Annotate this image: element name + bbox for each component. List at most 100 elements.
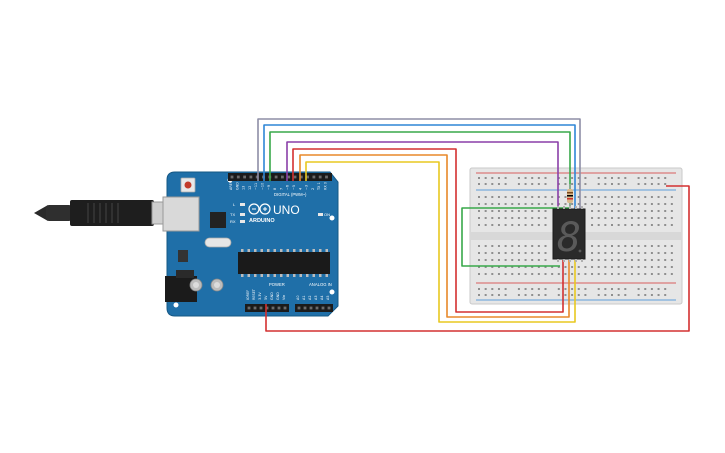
header-pin[interactable]	[230, 175, 234, 179]
breadboard-hole[interactable]	[644, 183, 647, 185]
breadboard-hole[interactable]	[664, 266, 667, 268]
breadboard-hole[interactable]	[650, 177, 653, 179]
breadboard-hole[interactable]	[511, 217, 514, 219]
breadboard-hole[interactable]	[611, 217, 613, 219]
breadboard-hole[interactable]	[491, 266, 494, 268]
breadboard-hole[interactable]	[544, 210, 547, 212]
breadboard-hole[interactable]	[491, 273, 494, 275]
breadboard-hole[interactable]	[491, 288, 494, 290]
header-pin[interactable]	[287, 175, 291, 179]
header-pin[interactable]	[259, 306, 263, 310]
breadboard-hole[interactable]	[650, 245, 653, 247]
breadboard-hole[interactable]	[637, 294, 640, 296]
breadboard-hole[interactable]	[491, 183, 494, 185]
breadboard-hole[interactable]	[644, 196, 647, 198]
header-pin[interactable]	[315, 306, 319, 310]
breadboard-hole[interactable]	[584, 196, 587, 198]
breadboard-hole[interactable]	[664, 210, 667, 212]
breadboard-hole[interactable]	[624, 196, 627, 198]
breadboard-hole[interactable]	[537, 183, 540, 185]
breadboard-hole[interactable]	[624, 210, 627, 212]
breadboard-hole[interactable]	[650, 288, 653, 290]
breadboard-hole[interactable]	[517, 252, 520, 254]
breadboard-hole[interactable]	[517, 224, 520, 226]
breadboard-hole[interactable]	[650, 217, 653, 219]
breadboard-hole[interactable]	[544, 183, 547, 185]
header-pin[interactable]	[306, 175, 309, 179]
breadboard-hole[interactable]	[577, 273, 580, 275]
breadboard-hole[interactable]	[491, 224, 494, 226]
breadboard-hole[interactable]	[544, 203, 547, 205]
breadboard-hole[interactable]	[571, 183, 574, 185]
breadboard-hole[interactable]	[531, 266, 534, 268]
breadboard-hole[interactable]	[484, 245, 487, 247]
breadboard-hole[interactable]	[670, 252, 673, 254]
breadboard-hole[interactable]	[524, 177, 527, 179]
breadboard-hole[interactable]	[604, 252, 607, 254]
breadboard-hole[interactable]	[591, 273, 594, 275]
breadboard-hole[interactable]	[557, 273, 560, 275]
breadboard-hole[interactable]	[577, 183, 580, 185]
breadboard-hole[interactable]	[584, 273, 587, 275]
header-pin[interactable]	[327, 306, 331, 310]
breadboard-hole[interactable]	[524, 266, 527, 268]
breadboard-hole[interactable]	[484, 259, 487, 261]
breadboard-hole[interactable]	[491, 294, 494, 296]
breadboard-hole[interactable]	[604, 177, 607, 179]
breadboard-hole[interactable]	[531, 210, 534, 212]
breadboard-hole[interactable]	[604, 294, 607, 296]
breadboard-hole[interactable]	[597, 196, 600, 198]
breadboard-hole[interactable]	[637, 273, 640, 275]
breadboard-hole[interactable]	[544, 252, 547, 254]
breadboard-hole[interactable]	[591, 252, 594, 254]
breadboard-hole[interactable]	[597, 252, 600, 254]
breadboard-hole[interactable]	[491, 245, 494, 247]
breadboard-hole[interactable]	[584, 177, 587, 179]
breadboard-hole[interactable]	[630, 259, 633, 261]
breadboard-hole[interactable]	[524, 203, 527, 205]
breadboard-hole[interactable]	[657, 294, 660, 296]
breadboard-hole[interactable]	[491, 203, 494, 205]
breadboard-hole[interactable]	[597, 217, 600, 219]
breadboard-hole[interactable]	[597, 245, 600, 247]
breadboard-hole[interactable]	[630, 266, 633, 268]
breadboard-hole[interactable]	[637, 217, 640, 219]
breadboard-hole[interactable]	[571, 266, 574, 268]
breadboard-hole[interactable]	[478, 252, 480, 254]
breadboard-hole[interactable]	[537, 252, 540, 254]
breadboard-hole[interactable]	[504, 245, 507, 247]
header-pin[interactable]	[321, 306, 325, 310]
breadboard-hole[interactable]	[504, 183, 507, 185]
header-pin[interactable]	[318, 175, 322, 179]
breadboard-hole[interactable]	[617, 273, 620, 275]
breadboard-hole[interactable]	[571, 294, 574, 296]
breadboard-hole[interactable]	[644, 224, 647, 226]
breadboard-hole[interactable]	[531, 259, 534, 261]
breadboard-hole[interactable]	[478, 259, 480, 261]
breadboard-hole[interactable]	[497, 294, 500, 296]
breadboard-hole[interactable]	[531, 217, 534, 219]
breadboard-hole[interactable]	[617, 203, 620, 205]
breadboard-hole[interactable]	[517, 177, 520, 179]
breadboard-hole[interactable]	[484, 294, 487, 296]
breadboard-hole[interactable]	[670, 245, 673, 247]
breadboard-hole[interactable]	[657, 245, 660, 247]
breadboard-hole[interactable]	[611, 210, 613, 212]
breadboard-hole[interactable]	[537, 210, 540, 212]
breadboard-hole[interactable]	[617, 177, 620, 179]
breadboard-hole[interactable]	[617, 183, 620, 185]
usb-cable[interactable]	[34, 200, 179, 226]
breadboard-hole[interactable]	[531, 252, 534, 254]
header-pin[interactable]	[297, 306, 301, 310]
breadboard-hole[interactable]	[604, 183, 607, 185]
breadboard-hole[interactable]	[517, 196, 520, 198]
header-pin[interactable]	[281, 175, 284, 179]
breadboard-hole[interactable]	[524, 183, 527, 185]
breadboard-hole[interactable]	[657, 266, 660, 268]
breadboard-hole[interactable]	[664, 288, 667, 290]
breadboard-hole[interactable]	[664, 177, 667, 179]
breadboard-hole[interactable]	[524, 273, 527, 275]
breadboard-hole[interactable]	[491, 196, 494, 198]
breadboard-hole[interactable]	[517, 294, 520, 296]
